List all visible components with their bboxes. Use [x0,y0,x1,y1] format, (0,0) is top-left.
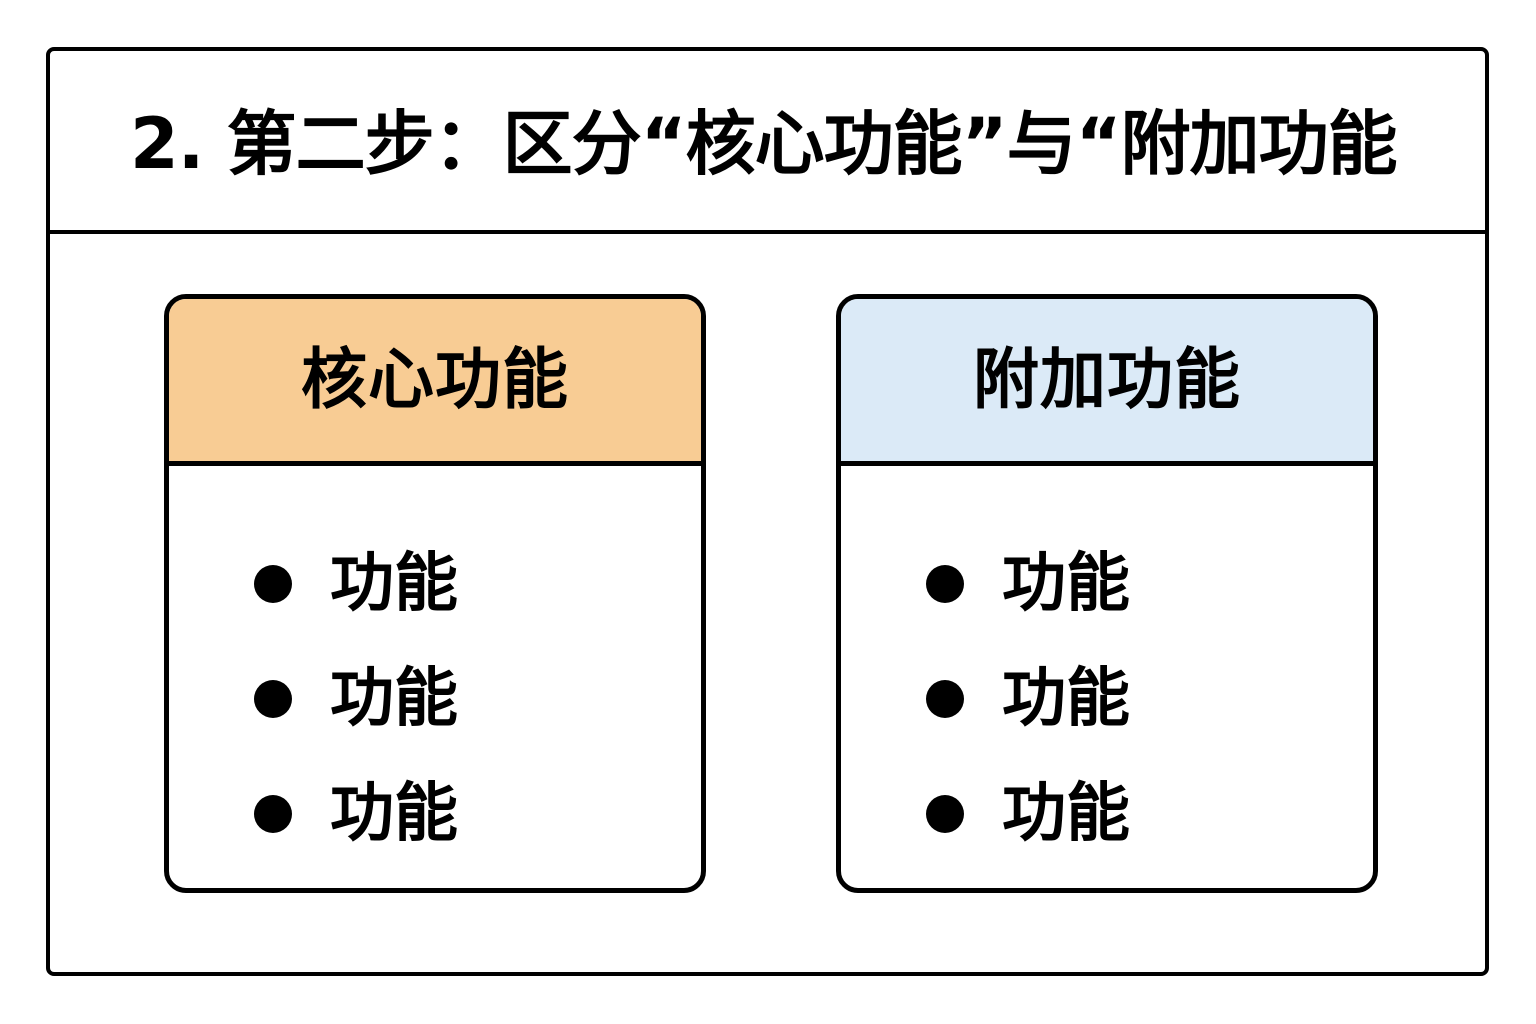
additional-features-header: 附加功能 [841,299,1373,466]
list-item: 功能 [926,641,1373,756]
list-item-label: 功能 [1002,661,1130,736]
list-item: 功能 [926,756,1373,871]
core-features-list: 功能 功能 功能 [169,466,701,871]
bullet-icon [254,564,292,603]
core-features-header: 核心功能 [169,299,701,466]
bullet-icon [926,564,964,603]
list-item-label: 功能 [1002,776,1130,851]
list-item-label: 功能 [330,776,458,851]
frame-header: 2. 第二步：区分“核心功能”与“附加功能 [50,51,1485,234]
list-item: 功能 [254,526,701,641]
list-item-label: 功能 [330,546,458,621]
list-item-label: 功能 [1002,546,1130,621]
list-item: 功能 [926,526,1373,641]
list-item-label: 功能 [330,661,458,736]
bullet-icon [254,794,292,833]
list-item: 功能 [254,641,701,756]
core-features-title: 核心功能 [301,341,569,418]
page-title: 2. 第二步：区分“核心功能”与“附加功能 [130,103,1398,185]
bullet-icon [926,679,964,718]
additional-features-list: 功能 功能 功能 [841,466,1373,871]
bullet-icon [926,794,964,833]
list-item: 功能 [254,756,701,871]
core-features-card: 核心功能 功能 功能 功能 [164,294,706,893]
diagram-frame: 2. 第二步：区分“核心功能”与“附加功能 核心功能 功能 功能 功能 附加功能 [46,47,1489,976]
additional-features-title: 附加功能 [973,341,1241,418]
bullet-icon [254,679,292,718]
additional-features-card: 附加功能 功能 功能 功能 [836,294,1378,893]
